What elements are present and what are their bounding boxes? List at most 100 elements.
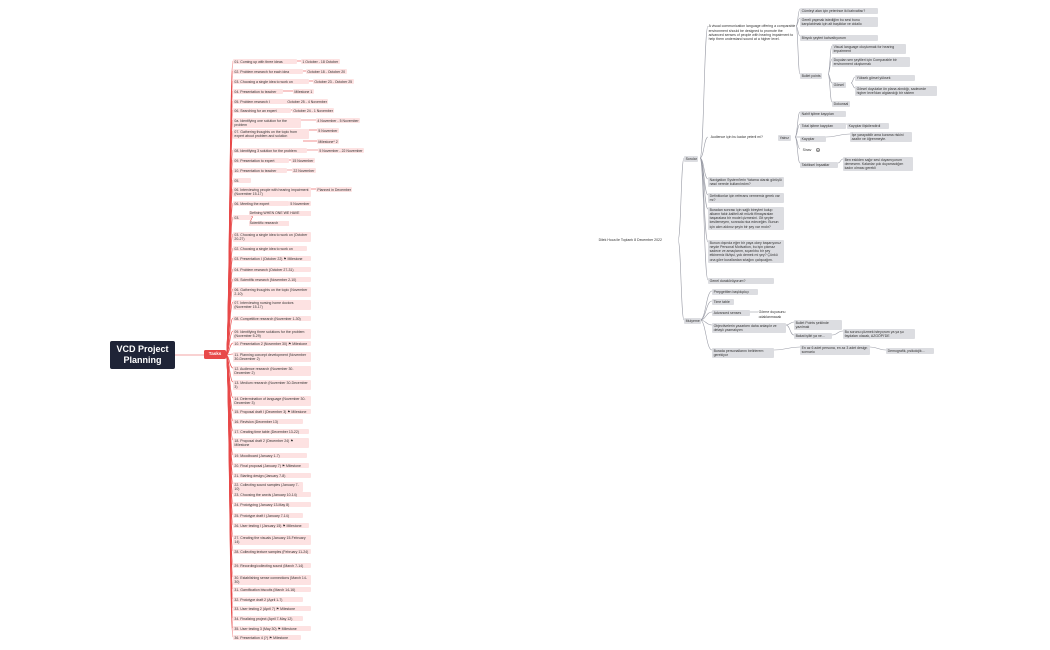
question-genel[interactable]: Genel durakörüyorum?: [708, 278, 774, 284]
task-item[interactable]: 22. Collecting sound samples (January 7-…: [233, 482, 303, 492]
objectives-child[interactable]: Bullet Points şeklinde yazılmalı: [794, 320, 842, 330]
task-item[interactable]: 11. Planning concept development (Novemb…: [233, 352, 311, 362]
task-date-label[interactable]: Milestone* 2: [317, 139, 340, 145]
question-buradan[interactable]: Buradan sonrası için sağlı bireyleri kul…: [708, 207, 784, 230]
mulyeme-item[interactable]: Prepgettlen başlıkçıkçı: [712, 289, 758, 295]
task-item[interactable]: 27. Creating the visuals (January 15-Feb…: [233, 535, 311, 545]
task-item[interactable]: 03. Choosing a single idea to work on: [233, 79, 309, 85]
task-item[interactable]: 03. Choosing a single idea to work on (O…: [233, 232, 311, 242]
audience-child[interactable]: Nahif işitme kayıpları: [800, 111, 846, 117]
branch-sorular[interactable]: Sorular: [684, 156, 699, 162]
task-item[interactable]: 32. Prototype draft 2 (April 1-7): [233, 597, 303, 603]
task-item[interactable]: 12. Audience research (November 30-Decem…: [233, 366, 311, 376]
task-date-label[interactable]: 22 November: [292, 168, 316, 174]
task-item[interactable]: 03.: [233, 215, 251, 221]
task-item[interactable]: 02. Choosing a single idea to work on: [233, 246, 307, 252]
task-date-label[interactable]: 5 November: [289, 201, 311, 207]
mulyeme-item[interactable]: Objectivelerin yazarken daha anlaşılır v…: [712, 323, 786, 333]
task-item[interactable]: 09. Identifying three solutions for the …: [233, 329, 311, 339]
task-item[interactable]: 16. Revision (December 13): [233, 419, 303, 425]
task-item[interactable]: 05. Scientific research (November 2-10): [233, 277, 311, 283]
question-dokunsal[interactable]: Dokunsal: [832, 101, 850, 107]
branch-mulyeme[interactable]: Mulyeme: [684, 318, 702, 324]
question-bunun[interactable]: Bunun dışında eğer bir yaya okey başarıy…: [708, 240, 784, 263]
task-item[interactable]: 20. Final proposal (January 7) ⚑ Milesto…: [233, 463, 309, 469]
question-taktiksel[interactable]: Taktiksel İnşaatlar: [800, 162, 838, 168]
question-audience[interactable]: Audience için bu kadar yeterli mi?: [710, 135, 763, 140]
task-item[interactable]: 34. Finalizing project (April 7-May 12): [233, 616, 303, 622]
gorsel-child[interactable]: Yüksek görsel yüksek: [855, 75, 915, 81]
task-item[interactable]: 05.: [233, 178, 251, 184]
question-bullet-points[interactable]: Bullet points: [800, 73, 823, 79]
question-yalnizca[interactable]: Yalnız: [778, 135, 791, 141]
task-item[interactable]: 30. Establishing sense connections (Marc…: [233, 575, 311, 585]
task-item[interactable]: 07. Gathering thoughts on the topic from…: [233, 129, 309, 139]
task-item[interactable]: 21. Starting design (January 7-8): [233, 473, 311, 479]
question-child[interactable]: Cümleyi alan için yeterince iki kahvaltı…: [800, 8, 878, 14]
question-gorsel[interactable]: Görsel: [832, 82, 846, 88]
gorsel-child[interactable]: Görsel duyulalar ön plana alındığı, sade…: [855, 86, 937, 96]
root-node[interactable]: VCD Project Planning: [110, 341, 175, 369]
task-date-label[interactable]: October 25 - 4 November: [286, 99, 329, 105]
mulyeme-item[interactable]: Advanced senses: [712, 310, 750, 316]
task-item[interactable]: 06. Gathering thoughts on the topic (Nov…: [233, 287, 311, 297]
task-item[interactable]: 08. Identifying 3 solution for the probl…: [233, 148, 307, 154]
task-item[interactable]: 35. User testing 3 (May 30) ⚑ Milestone: [233, 626, 311, 632]
question-definition[interactable]: Definitionlar için referans vermemiz ger…: [708, 193, 784, 203]
mulyeme-item[interactable]: Burada personallarını belirlerem gerekiy…: [712, 348, 774, 358]
audience-child[interactable]: Total işitme kayıpları: [800, 123, 846, 129]
task-item[interactable]: 09. Presentation to expert: [233, 158, 289, 164]
task-date-label[interactable]: Planned in December: [316, 187, 353, 193]
bakat-child[interactable]: Bu sorunu çözmek isteyorum ya ya şu fayd…: [843, 329, 915, 339]
kayiplar-note[interactable]: Kayıplar ilişkilendirdi: [847, 123, 889, 129]
task-item[interactable]: 03. Presentation I (October 22) ⚑ Milest…: [233, 256, 311, 262]
task-item[interactable]: 28. Collecting texture samples (February…: [233, 549, 311, 555]
question-child[interactable]: Binyok şeyleri kahvaltıyorum: [800, 35, 878, 41]
task-date-label[interactable]: 15 November: [291, 158, 315, 164]
meeting-hub-node[interactable]: Dilek Hoca ile Toplantı 8 December 2022: [598, 238, 662, 243]
task-subitem[interactable]: Defining WHEN ONE WE HAVE: [249, 211, 311, 216]
task-item[interactable]: 29. Recording/collecting sound (March 7-…: [233, 563, 311, 569]
task-date-label[interactable]: October 23 - October 25: [313, 79, 354, 85]
task-date-label[interactable]: October 24 - 1 November: [292, 108, 335, 114]
bullet-child[interactable]: Visual language oluşturmak for hearing i…: [832, 44, 906, 54]
task-item[interactable]: 10. Presentation 2 (November 30) ⚑ Miles…: [233, 341, 311, 347]
task-item[interactable]: 06. Meeting the expert: [233, 201, 289, 207]
task-date-label[interactable]: October 18 - October 20: [306, 69, 347, 75]
task-item[interactable]: 17. Creating time table (December 13-22): [233, 429, 309, 435]
audience-child[interactable]: Kayıplar: [800, 136, 826, 142]
expand-toggle[interactable]: +: [816, 148, 820, 152]
task-item[interactable]: 08. Competitive research (November 1-30): [233, 316, 311, 322]
bullet-child[interactable]: Duyulan sen şeylileri için Comparable bi…: [832, 57, 910, 67]
kayiplar-child[interactable]: İşe yarayabilir ama kurama riskini azalt…: [850, 132, 912, 142]
task-item[interactable]: 06. Searching for an expert: [233, 108, 291, 114]
task-item[interactable]: 02. Problem research for each idea: [233, 69, 303, 75]
task-item[interactable]: 01. Coming up with three ideas: [233, 59, 297, 65]
question-child[interactable]: Gereli yapmak istediğim bu sesi bunu kar…: [800, 17, 878, 27]
task-subitem[interactable]: Scientific research: [249, 221, 289, 226]
task-item[interactable]: 36. Presentation 4 (?) ⚑ Milestone: [233, 635, 301, 641]
task-item[interactable]: 05. Problem research I: [233, 99, 287, 105]
task-item[interactable]: 0a. Identifying one solution for the pro…: [233, 118, 301, 128]
demografik-node[interactable]: Demografik, psikolojik...: [886, 348, 934, 354]
advanced-senses-child[interactable]: Görme duyusunu odaklanmacak: [758, 310, 786, 319]
burada-child[interactable]: En az 6 adet persona, en az 3 adet desig…: [800, 345, 870, 355]
task-item[interactable]: 19. Moodboard (January 1-7): [233, 453, 307, 459]
mulyeme-item[interactable]: Time table: [712, 299, 734, 305]
task-item[interactable]: 04. Problem research (October 27-31): [233, 267, 311, 273]
question-sinav[interactable]: Sinav: [802, 148, 812, 153]
objectives-child[interactable]: Bakat işiliri ya ne...: [794, 333, 832, 339]
task-item[interactable]: 04. Presentation to teacher: [233, 89, 283, 95]
audience-child[interactable]: Ben eskiden sağır sesi duyamıyorum demes…: [843, 157, 913, 172]
task-item[interactable]: 25. Prototype draft I (January 7-14): [233, 513, 303, 519]
task-date-label[interactable]: 1 October - 18 October: [301, 59, 340, 65]
task-date-label[interactable]: 5 November: [317, 128, 339, 134]
task-item[interactable]: 31. Gamification biscuits (March 14-16): [233, 587, 311, 593]
tasks-node[interactable]: Tasks: [204, 350, 226, 359]
task-item[interactable]: 13. Medium research (November 30-Decembe…: [233, 380, 311, 390]
task-item[interactable]: 10. Presentation to teacher: [233, 168, 287, 174]
task-item[interactable]: 06. Interviewing people with hearing imp…: [233, 187, 311, 197]
task-item[interactable]: 15. Proposal draft I (December 3) ⚑ Mile…: [233, 409, 311, 415]
question-navigation[interactable]: Navigation System'lerin Yatama olarak gö…: [708, 177, 784, 187]
task-item[interactable]: 24. Prototyping (January 13-May 8): [233, 502, 311, 508]
